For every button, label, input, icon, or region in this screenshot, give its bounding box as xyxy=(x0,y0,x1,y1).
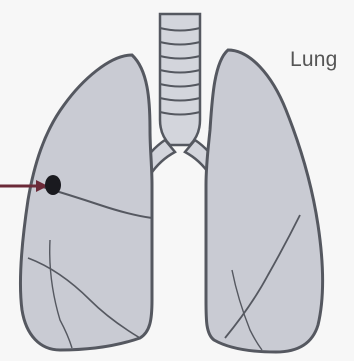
left-lung-outline xyxy=(20,55,152,350)
right-lung xyxy=(206,50,323,352)
nodule-spot xyxy=(45,175,61,195)
lung-label: Lung xyxy=(290,48,338,72)
right-lung-outline xyxy=(206,50,323,352)
trachea-tube xyxy=(160,14,200,145)
left-lung xyxy=(20,55,152,350)
trachea xyxy=(160,14,200,145)
